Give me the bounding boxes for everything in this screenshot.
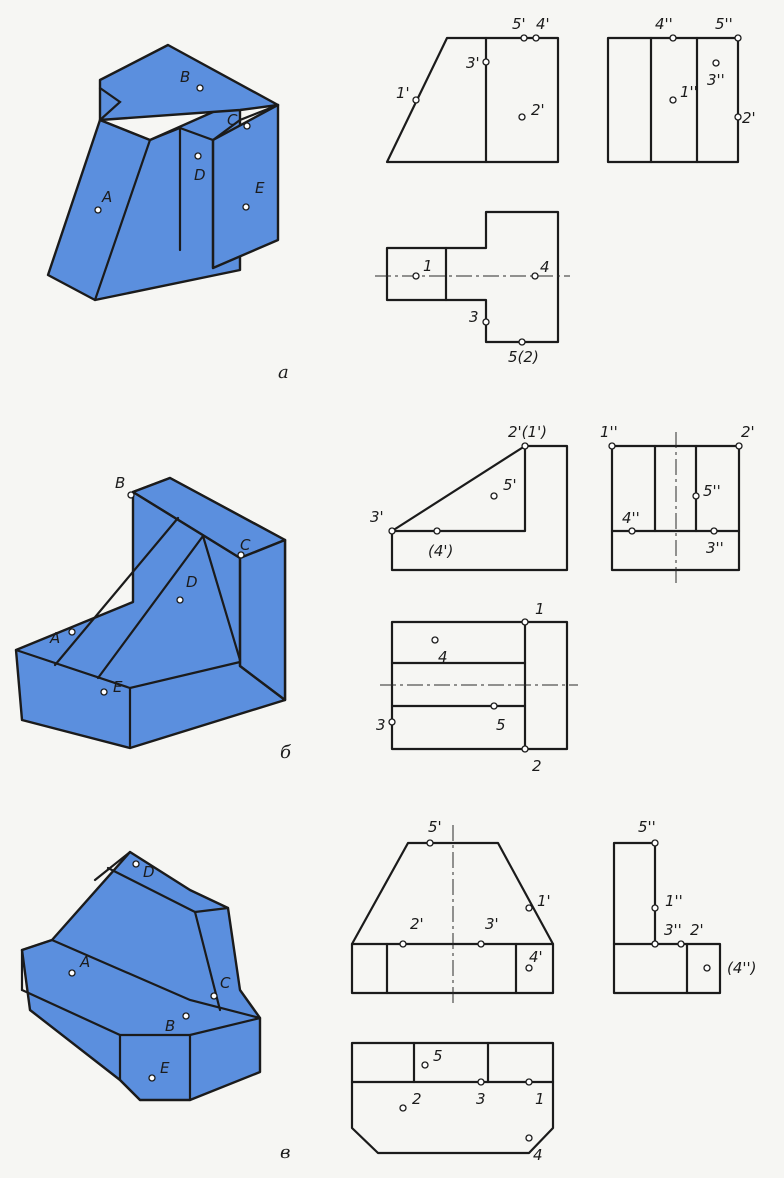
panel-a-front-point-label: 2' (531, 101, 545, 119)
panel-b-top-point-label: 1 (535, 600, 545, 618)
panel-v-top-view: 5 2 3 1 4 (350, 1041, 555, 1164)
panel-b-top-point-label: 5 (496, 716, 506, 734)
panel-a-front-point-label: 1' (396, 84, 410, 102)
panel-a-front-point-label: 5' (512, 15, 526, 33)
panel-v-front-point-label: 5' (428, 818, 442, 836)
panel-b-side-point-label: 3'' (706, 539, 724, 557)
panel-v-solid: D A C B E (20, 850, 262, 1102)
panel-a-face-label: E (255, 179, 265, 197)
panel-a-front-view: 5' 4' 3' 1' 2' (385, 15, 560, 164)
panel-b-side-point-label: 5'' (703, 482, 721, 500)
panel-b-face-label: B (115, 474, 125, 492)
panel-a-side-point-label: 1'' (680, 83, 698, 101)
panel-v-top-point-label: 1 (535, 1090, 545, 1108)
panel-v-face-label: A (79, 953, 90, 971)
panel-v-top-point-label: 5 (433, 1047, 443, 1065)
panel-a-face-label: D (194, 166, 206, 184)
panel-a-front-point-label: 3' (466, 54, 480, 72)
panel-b-front-point-label: 3' (370, 508, 384, 526)
panel-v: D A C B E 5' 1' 2' 3' 4' (20, 818, 757, 1164)
panel-v-top-point-label: 3 (476, 1090, 486, 1108)
panel-b-top-point-label: 3 (376, 716, 386, 734)
panel-b-face-label: E (113, 678, 123, 696)
panel-a-caption: а (278, 362, 289, 383)
panel-b-side-point-label: 2' (741, 423, 755, 441)
panel-a-top-point-label: 4 (540, 258, 550, 276)
panel-v-front-point-label: 2' (410, 915, 424, 933)
panel-a-side-view: 4'' 5'' 1'' 3'' 2' (606, 15, 756, 164)
panel-b: B C D A E 2'(1') 5' 3' (4') (14, 423, 755, 775)
panel-a-top-point-label: 3 (469, 308, 479, 326)
panel-v-face-label: C (220, 974, 231, 992)
panel-b-side-view: 1'' 2' 5'' 4'' 3'' (600, 423, 755, 585)
panel-v-side-view: 5'' 1'' 3'' 2' (4'') (612, 818, 757, 995)
panel-v-face-label: B (165, 1017, 175, 1035)
panel-v-front-point-label: 3' (485, 915, 499, 933)
panel-v-front-view: 5' 1' 2' 3' 4' (350, 818, 555, 1005)
panel-a: A B C D E 5' 4' 3' 1' 2' (46, 15, 756, 383)
panel-b-side-point-label: 1'' (600, 423, 618, 441)
panel-a-top-point-label: 1 (423, 257, 433, 275)
panel-v-side-point-label: 5'' (638, 818, 656, 836)
panel-b-face-label: C (240, 536, 251, 554)
panel-b-face-label: D (186, 573, 198, 591)
panel-v-front-point-label: 4' (529, 948, 543, 966)
panel-b-top-point-label: 4 (438, 648, 448, 666)
panel-b-face-label: A (49, 629, 60, 647)
panel-b-front-point-label: 2'(1') (508, 423, 547, 441)
panel-a-top-point-label: 5(2) (508, 348, 539, 366)
panel-b-caption: б (280, 742, 292, 763)
panel-a-face-label: A (101, 188, 112, 206)
panel-b-side-point-label: 4'' (622, 509, 640, 527)
panel-b-top-view: 1 4 3 5 2 (376, 600, 578, 775)
panel-v-front-point-label: 1' (537, 892, 551, 910)
panel-b-front-point-label: 5' (503, 476, 517, 494)
panel-v-top-point-label: 2 (412, 1090, 422, 1108)
panel-a-face-label: C (227, 111, 238, 129)
panel-v-side-point-label: 3'' (664, 921, 682, 939)
panel-a-front-point-label: 4' (536, 15, 550, 33)
panel-v-side-point-label: 1'' (665, 892, 683, 910)
panel-b-front-point-label: (4') (428, 542, 453, 560)
panel-a-face-label: B (180, 68, 190, 86)
panel-v-side-point-label: (4'') (727, 959, 757, 977)
panel-b-top-point-label: 2 (532, 757, 542, 775)
panel-a-top-view: 1 4 3 5(2) (375, 210, 570, 366)
panel-a-solid: A B C D E (46, 43, 280, 302)
panel-b-front-view: 2'(1') 5' 3' (4') (370, 423, 569, 572)
panel-a-side-point-label: 4'' (655, 15, 673, 33)
panel-v-caption: в (280, 1142, 290, 1163)
panel-v-face-label: D (143, 863, 155, 881)
panel-b-solid: B C D A E (14, 474, 287, 750)
panel-v-face-label: E (160, 1059, 170, 1077)
panel-a-side-point-label: 3'' (707, 71, 725, 89)
panel-a-side-point-label: 2' (742, 109, 756, 127)
panel-a-side-point-label: 5'' (715, 15, 733, 33)
panel-v-side-point-label: 2' (690, 921, 704, 939)
panel-v-top-point-label: 4 (533, 1146, 543, 1164)
